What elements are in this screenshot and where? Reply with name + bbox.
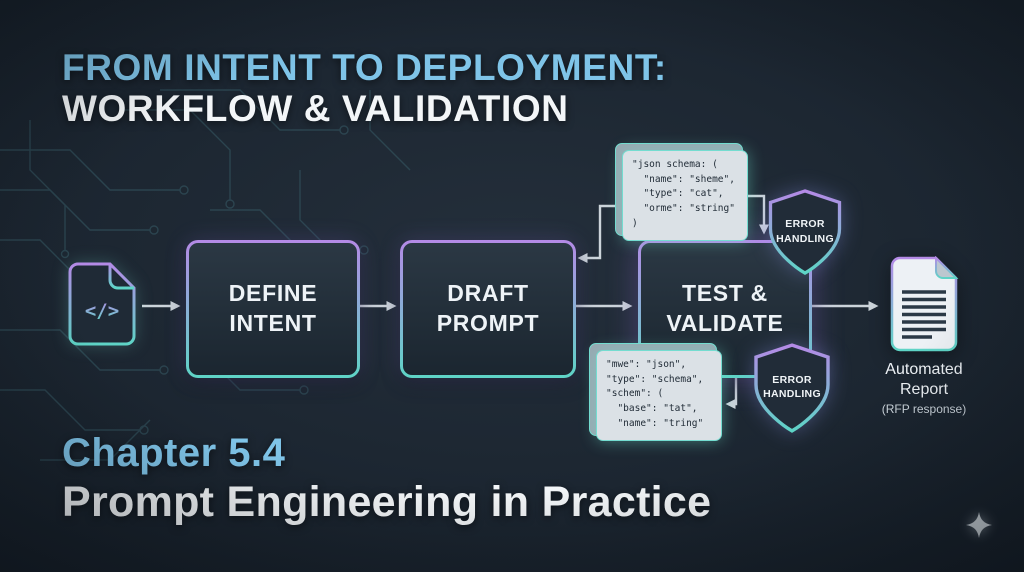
shield-label-line: ERROR (785, 218, 825, 231)
shield-shape (754, 343, 830, 433)
code-line: "base": "tat", (606, 403, 698, 415)
code-file-icon: </> (66, 260, 138, 353)
step-label-line: DEFINE (228, 280, 318, 307)
report-caption-line: Report (899, 381, 949, 398)
footer-block: Chapter 5.4 Prompt Engineering in Practi… (62, 431, 711, 526)
code-line: "json schema: ( (632, 159, 718, 170)
code-line: "schem": ( (606, 388, 664, 400)
code-line: ) (632, 217, 638, 229)
title-line-2: WORKFLOW & VALIDATION (62, 87, 569, 129)
json-schema-snippet-bottom: "mwe": "json", "type": "schema", "schem"… (589, 343, 722, 441)
shield-shape (768, 189, 842, 275)
shield-label: ERROR HANDLING (763, 217, 847, 246)
report-document-icon (886, 255, 962, 357)
step-label-line: TEST & (682, 280, 768, 307)
flow-step-define-intent: DEFINE INTENT (186, 240, 360, 378)
document-text-lines (902, 290, 946, 339)
snippet-front-card: "json schema: ( "name": "sheme", "type":… (622, 150, 748, 241)
slide-title: FROM INTENT TO DEPLOYMENT: WORKFLOW & VA… (62, 47, 667, 129)
automated-report-caption: Automated Report (RFP response) (860, 360, 988, 416)
chapter-title: Prompt Engineering in Practice (62, 478, 712, 526)
shield-label: ERROR HANDLING (748, 373, 836, 402)
error-handling-shield-bottom: ERROR HANDLING (748, 340, 836, 436)
step-label-line: INTENT (229, 310, 317, 336)
report-caption-line: Automated (885, 361, 963, 378)
flow-step-draft-prompt: DRAFT PROMPT (400, 240, 576, 378)
code-line: "orme": "string" (632, 203, 735, 215)
snippet-front-card: "mwe": "json", "type": "schema", "schem"… (596, 350, 722, 441)
shield-label-line: HANDLING (776, 232, 834, 245)
code-line: "name": "sheme", (632, 173, 735, 185)
code-line: "type": "schema", (606, 373, 704, 385)
error-handling-shield-top: ERROR HANDLING (763, 186, 847, 278)
shield-label-line: HANDLING (763, 388, 821, 401)
code-line: "name": "tring" (606, 417, 704, 429)
step-label-line: PROMPT (436, 310, 540, 336)
title-line-1: FROM INTENT TO DEPLOYMENT: (62, 47, 667, 88)
shield-label-line: ERROR (772, 373, 812, 386)
json-schema-snippet-top: "json schema: ( "name": "sheme", "type":… (615, 143, 748, 241)
step-label-line: VALIDATE (666, 310, 784, 336)
code-line: "mwe": "json", (606, 359, 687, 370)
step-label-line: DRAFT (447, 280, 529, 307)
sparkle-icon (966, 512, 992, 543)
code-line: "type": "cat", (632, 188, 724, 200)
report-caption-subtitle: (RFP response) (881, 402, 967, 416)
code-glyph: </> (85, 300, 119, 322)
